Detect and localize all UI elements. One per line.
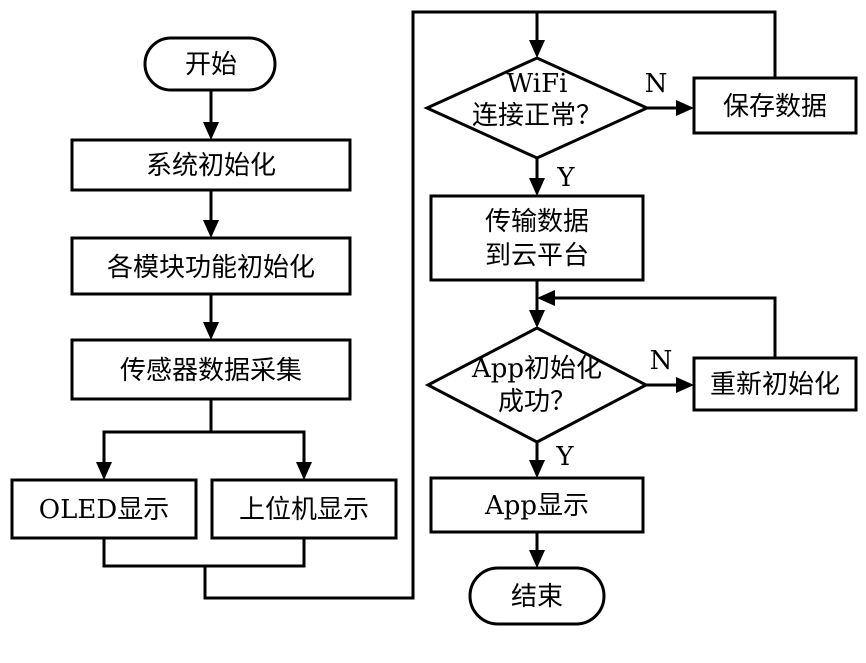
sensor-label: 传感器数据采集 <box>120 356 302 386</box>
module-init-label: 各模块功能初始化 <box>107 253 315 283</box>
start-terminator <box>143 36 277 92</box>
reinit-label: 重新初始化 <box>710 370 840 400</box>
sys-init-box <box>70 138 352 192</box>
arrowhead <box>203 122 219 140</box>
arrowhead <box>676 100 694 116</box>
upload-line2: 到云平台 <box>485 241 589 271</box>
save-box <box>692 76 858 135</box>
connector-sensor-split <box>102 399 213 462</box>
start-label: 开始 <box>185 50 237 80</box>
upload-box <box>429 194 645 282</box>
app-show-box <box>429 476 645 534</box>
pc-label: 上位机显示 <box>239 495 369 525</box>
app-show-label: App显示 <box>484 491 589 521</box>
end-terminator <box>468 566 606 626</box>
upload-line1: 传输数据 <box>485 207 589 237</box>
connector-reinit-loop <box>555 296 777 358</box>
save-label: 保存数据 <box>723 92 827 122</box>
arrowhead <box>203 220 219 238</box>
wifi-no-label: N <box>645 69 668 99</box>
wifi-yes-label: Y <box>556 163 575 193</box>
wifi-decision-line2: 连接正常？ <box>472 101 602 131</box>
arrowhead <box>203 322 219 340</box>
app-decision-line2: 成功？ <box>498 387 576 417</box>
oled-label: OLED显示 <box>39 495 169 525</box>
sensor-box <box>70 338 352 401</box>
module-init-box <box>70 236 352 296</box>
app-decision-line1: App初始化 <box>471 354 602 384</box>
wifi-decision <box>423 56 651 160</box>
app-decision <box>424 326 650 444</box>
arrowhead <box>296 462 312 480</box>
oled-box <box>10 478 198 540</box>
arrowhead <box>676 377 694 393</box>
connector-split-right <box>211 430 306 462</box>
arrowhead <box>529 40 545 58</box>
pc-box <box>210 478 398 540</box>
app-yes-label: Y <box>555 442 574 472</box>
arrowhead <box>529 550 545 568</box>
arrowhead <box>529 310 545 328</box>
arrowhead <box>96 462 112 480</box>
connector-to-wifi-check <box>203 10 539 600</box>
arrowhead <box>537 290 555 306</box>
arrowhead <box>529 460 545 478</box>
sys-init-label: 系统初始化 <box>146 151 276 181</box>
connector-save-loop <box>537 10 777 78</box>
end-label: 结束 <box>511 582 563 612</box>
connector-displays-merge <box>102 538 306 568</box>
wifi-decision-line1: WiFi <box>507 69 568 99</box>
reinit-box <box>692 356 858 412</box>
app-no-label: N <box>650 346 673 376</box>
arrowhead <box>529 178 545 196</box>
